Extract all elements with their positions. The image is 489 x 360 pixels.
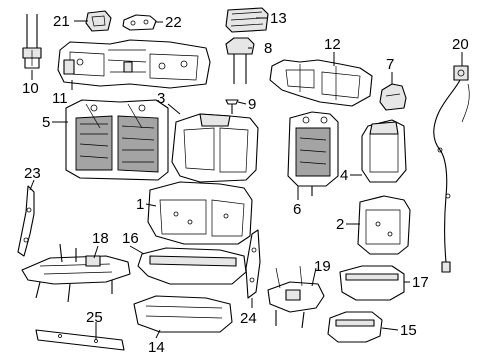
- part-20-wire-harness: [433, 65, 470, 273]
- callout-14: 14: [148, 339, 165, 356]
- callout-4: 4: [340, 167, 348, 184]
- callout-17: 17: [412, 274, 429, 291]
- part-24-slide-bracket: [245, 229, 261, 299]
- part-1-back-foam: [147, 181, 253, 245]
- part-7-headrest-pad: [379, 83, 407, 111]
- part-13-pad: [225, 7, 269, 33]
- callout-20: 20: [452, 36, 469, 53]
- callout-18: 18: [92, 230, 109, 247]
- callout-23: 23: [24, 165, 41, 182]
- callout-22: 22: [165, 14, 182, 31]
- part-5-seatback-frame-left: [65, 99, 169, 181]
- part-14-cushion-foam: [133, 295, 233, 333]
- part-23-side-bracket: [17, 185, 35, 257]
- part-4-back-cushion-right: [361, 119, 407, 183]
- callout-1: 1: [136, 196, 144, 213]
- callout-6: 6: [293, 201, 301, 218]
- callout-8: 8: [264, 40, 272, 57]
- callout-3: 3: [157, 90, 165, 107]
- callout-25: 25: [86, 309, 103, 326]
- part-16-seat-cushion: [137, 247, 247, 285]
- callout-15: 15: [400, 322, 417, 339]
- callout-2: 2: [336, 216, 344, 233]
- callout-11: 11: [52, 90, 68, 107]
- callout-19: 19: [314, 258, 331, 275]
- part-9-clip: [225, 99, 239, 114]
- callout-24: 24: [240, 310, 257, 327]
- part-3-back-cushion: [171, 113, 259, 183]
- part-22-bracket: [122, 14, 157, 31]
- part-6-seatback-frame-right: [287, 111, 339, 196]
- part-25-trim-strip: [35, 329, 125, 351]
- part-15-cushion-pad: [327, 311, 383, 343]
- callout-12: 12: [324, 36, 341, 53]
- leader-lines: [29, 17, 463, 340]
- callout-7: 7: [386, 56, 394, 73]
- part-8-head-restraint: [225, 37, 255, 84]
- callout-10: 10: [22, 80, 39, 97]
- part-11-seatback-frame: [57, 39, 211, 89]
- part-21-cover: [85, 10, 112, 32]
- callout-5: 5: [42, 114, 50, 131]
- callout-21: 21: [53, 13, 70, 30]
- callout-16: 16: [122, 230, 139, 247]
- part-18-seat-frame: [21, 243, 131, 303]
- part-10-buckle-strap: [22, 14, 42, 69]
- callout-9: 9: [248, 96, 256, 113]
- callout-labels: 21 22 13 10 11 8 12 7 20 9 5 3 4 6 1 2 2…: [22, 10, 469, 356]
- callout-13: 13: [270, 10, 287, 27]
- part-19-seat-frame-right: [267, 265, 325, 329]
- part-17-cushion-right: [339, 265, 405, 301]
- part-2-back-foam-right: [357, 195, 411, 255]
- part-12-back-trim: [269, 59, 373, 107]
